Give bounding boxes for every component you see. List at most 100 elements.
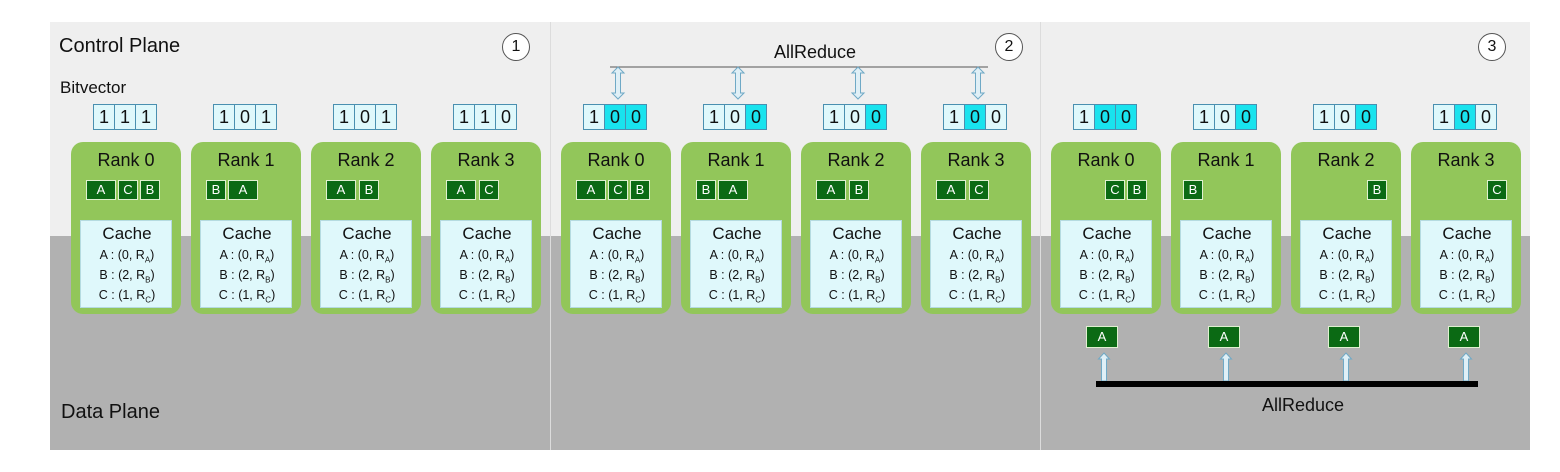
bitvector-cell: 0 bbox=[354, 104, 376, 130]
bitvector-cell: 0 bbox=[844, 104, 866, 130]
cache-entry: C : (1, RC) bbox=[948, 288, 1006, 305]
cache-entry: A : (0, RA) bbox=[1199, 248, 1255, 265]
token-c: C bbox=[479, 180, 499, 200]
token-a: A bbox=[228, 180, 258, 200]
cache-entry: A : (0, RA) bbox=[459, 248, 515, 265]
bitvector-cell: 1 bbox=[943, 104, 965, 130]
bitvector-cell: 1 bbox=[93, 104, 115, 130]
cache-title: Cache bbox=[832, 224, 882, 243]
bitvector-cell: 0 bbox=[1115, 104, 1137, 130]
bitvector-cell: 0 bbox=[495, 104, 517, 130]
allreduce-data-arrow bbox=[1459, 352, 1473, 381]
cache-entry: A : (0, RA) bbox=[709, 248, 765, 265]
token-b: B bbox=[1127, 180, 1147, 200]
bitvector-cell: 0 bbox=[604, 104, 626, 130]
allreduce-top-connector bbox=[610, 66, 988, 68]
cache-entry: C : (1, RC) bbox=[1198, 288, 1256, 305]
token-a: A bbox=[718, 180, 748, 200]
cache-entry: C : (1, RC) bbox=[828, 288, 886, 305]
cache-title: Cache bbox=[592, 224, 642, 243]
bitvector-cell: 1 bbox=[375, 104, 397, 130]
token-c: C bbox=[969, 180, 989, 200]
cache-entry: B : (2, RB) bbox=[99, 268, 155, 285]
cache-entry: B : (2, RB) bbox=[1319, 268, 1375, 285]
cache-panel: Cache A : (0, RA) B : (2, RB) C : (1, RC) bbox=[570, 220, 662, 308]
stage-number-badge: 1 bbox=[502, 33, 530, 61]
bitvector-cell: 0 bbox=[1235, 104, 1257, 130]
cache-entry: C : (1, RC) bbox=[338, 288, 396, 305]
allreduce-data-arrow bbox=[1097, 352, 1111, 381]
cache-title: Cache bbox=[1202, 224, 1252, 243]
bitvector-cell: 0 bbox=[1355, 104, 1377, 130]
token-b: B bbox=[696, 180, 716, 200]
data-token-a: A bbox=[1328, 326, 1360, 348]
bitvector-cell: 0 bbox=[1334, 104, 1356, 130]
cache-title: Cache bbox=[1082, 224, 1132, 243]
allreduce-bottom-bus bbox=[1096, 381, 1478, 387]
rank-title: Rank 2 bbox=[827, 150, 885, 170]
rank-title: Rank 1 bbox=[707, 150, 765, 170]
cache-entry: C : (1, RC) bbox=[1078, 288, 1136, 305]
rank-title: Rank 1 bbox=[1197, 150, 1255, 170]
token-a: A bbox=[446, 180, 476, 200]
cache-entry: A : (0, RA) bbox=[589, 248, 645, 265]
data-token-a: A bbox=[1086, 326, 1118, 348]
rank-title: Rank 2 bbox=[337, 150, 395, 170]
bitvector-cell: 1 bbox=[255, 104, 277, 130]
cache-entry: A : (0, RA) bbox=[1439, 248, 1495, 265]
cache-entry: C : (1, RC) bbox=[588, 288, 646, 305]
bitvector-cell: 1 bbox=[1313, 104, 1335, 130]
cache-entry: C : (1, RC) bbox=[98, 288, 156, 305]
control-plane-label: Control Plane bbox=[59, 35, 181, 57]
rank-title: Rank 0 bbox=[97, 150, 155, 170]
bitvector-cell: 0 bbox=[724, 104, 746, 130]
cache-entry: B : (2, RB) bbox=[589, 268, 645, 285]
allreduce-sync-arrow bbox=[610, 66, 626, 100]
bitvector-cell: 0 bbox=[745, 104, 767, 130]
bitvector-cell: 0 bbox=[985, 104, 1007, 130]
token-b: B bbox=[630, 180, 650, 200]
allreduce-top-label: AllReduce bbox=[774, 42, 857, 62]
cache-entry: B : (2, RB) bbox=[219, 268, 275, 285]
data-token-a: A bbox=[1448, 326, 1480, 348]
bitvector-cell: 1 bbox=[703, 104, 725, 130]
bitvector-cell: 1 bbox=[583, 104, 605, 130]
stage-divider bbox=[1040, 22, 1041, 450]
cache-entry: A : (0, RA) bbox=[1319, 248, 1375, 265]
bitvector-cell: 1 bbox=[823, 104, 845, 130]
cache-entry: B : (2, RB) bbox=[1079, 268, 1135, 285]
cache-title: Cache bbox=[102, 224, 152, 243]
cache-entry: A : (0, RA) bbox=[949, 248, 1005, 265]
bitvector-cell: 0 bbox=[234, 104, 256, 130]
token-b: B bbox=[359, 180, 379, 200]
token-b: B bbox=[1367, 180, 1387, 200]
token-a: A bbox=[936, 180, 966, 200]
bitvector-cell: 1 bbox=[474, 104, 496, 130]
cache-entry: A : (0, RA) bbox=[339, 248, 395, 265]
cache-entry: C : (1, RC) bbox=[708, 288, 766, 305]
bitvector-cell: 1 bbox=[114, 104, 136, 130]
rank-title: Rank 0 bbox=[1077, 150, 1135, 170]
rank-title: Rank 0 bbox=[587, 150, 645, 170]
cache-entry: C : (1, RC) bbox=[458, 288, 516, 305]
